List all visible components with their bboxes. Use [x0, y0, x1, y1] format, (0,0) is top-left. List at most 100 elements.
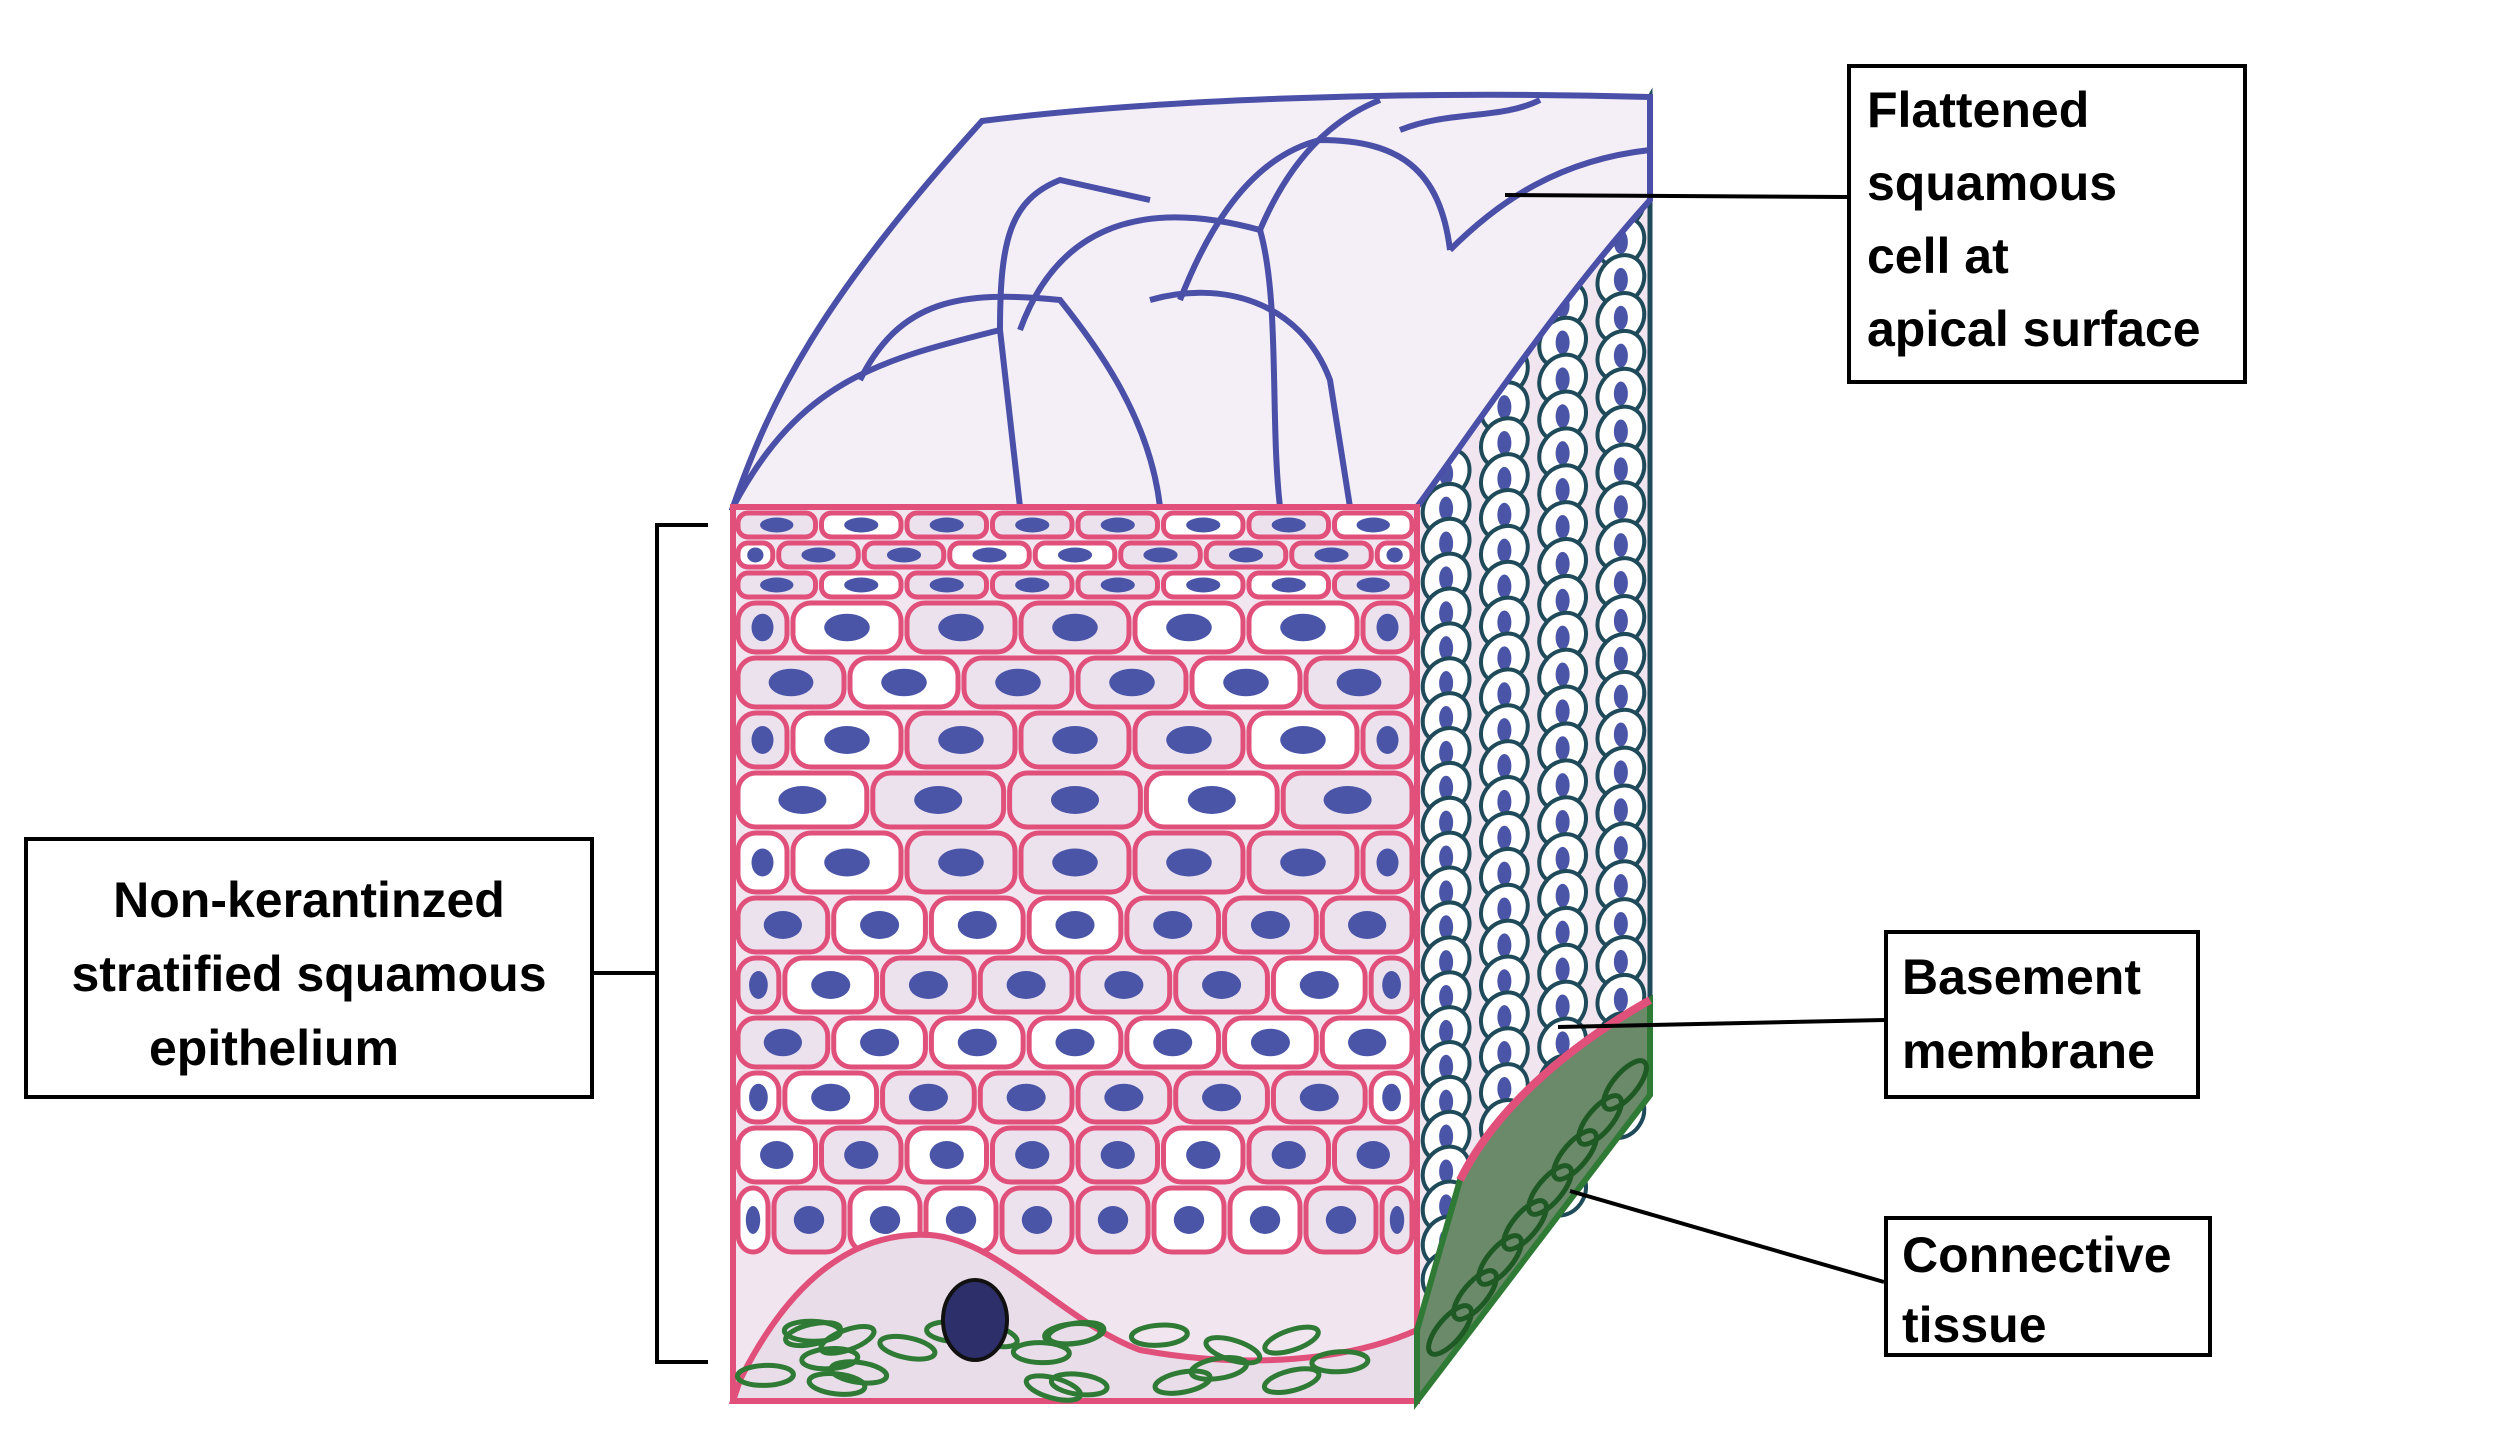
cell-nucleus — [1555, 514, 1570, 539]
cell-nucleus — [929, 577, 964, 593]
cell-nucleus — [1555, 551, 1570, 576]
cell-nucleus — [1055, 911, 1095, 939]
cell-nucleus — [1015, 517, 1050, 533]
cell-nucleus — [1271, 517, 1306, 533]
cell-nucleus — [1202, 1083, 1242, 1112]
cell-nucleus — [1250, 1028, 1290, 1057]
cell-nucleus — [1052, 726, 1098, 754]
basement-leader-line — [1557, 1018, 1885, 1029]
cell-nucleus — [929, 1141, 964, 1169]
cell-nucleus — [1497, 789, 1512, 814]
cell-nucleus — [1015, 577, 1050, 593]
cell-nucleus — [751, 613, 774, 642]
cell-nucleus — [908, 1083, 948, 1112]
squamous-cell-border — [997, 176, 1151, 331]
cell-nucleus — [957, 1028, 997, 1057]
connective-fiber — [783, 1320, 843, 1349]
connective-fiber — [1010, 1340, 1072, 1366]
cell-nucleus — [1439, 1124, 1454, 1149]
cell-nucleus — [1613, 608, 1628, 633]
cell-nucleus — [751, 848, 774, 877]
cell-nucleus — [1497, 933, 1512, 958]
cell-nucleus — [1613, 533, 1628, 558]
cell-nucleus — [1186, 577, 1221, 593]
cell-nucleus — [1497, 1041, 1512, 1066]
cell-nucleus — [1555, 662, 1570, 687]
bracket — [655, 523, 708, 1364]
cell-nucleus — [1439, 740, 1454, 765]
cell-nucleus — [1314, 547, 1349, 563]
squamous-cell-border — [1398, 97, 1542, 133]
cell-nucleus — [1249, 1206, 1281, 1234]
cell-nucleus — [1356, 577, 1390, 593]
cell-nucleus — [1389, 1206, 1405, 1234]
cell-nucleus — [1497, 897, 1512, 922]
label-line: epithelium — [148, 1020, 400, 1076]
connective-fiber — [734, 1362, 796, 1388]
connective-fiber — [1042, 1321, 1103, 1347]
cell-nucleus — [1613, 949, 1628, 974]
cell-nucleus — [1299, 1083, 1339, 1112]
cell-nucleus — [1613, 646, 1628, 671]
cell-nucleus — [1143, 547, 1178, 563]
cell-nucleus — [1555, 441, 1570, 466]
cell-nucleus — [824, 726, 870, 754]
label-line: cell at — [1867, 228, 2009, 284]
cell-nucleus — [1376, 848, 1399, 877]
cell-nucleus — [793, 1206, 825, 1234]
cell-nucleus — [886, 547, 922, 563]
cell-nucleus — [1555, 920, 1570, 945]
cell-nucleus — [1166, 726, 1212, 754]
cell-nucleus — [1555, 810, 1570, 835]
cell-nucleus — [751, 726, 774, 754]
cell-nucleus — [1223, 668, 1269, 697]
cell-nucleus — [1555, 1031, 1570, 1056]
cell-nucleus — [1555, 367, 1570, 392]
cell-nucleus — [1439, 601, 1454, 626]
cell-nucleus — [1613, 760, 1628, 785]
cell-nucleus — [995, 668, 1041, 697]
cell-nucleus — [1250, 911, 1290, 939]
cell-nucleus — [1186, 1141, 1221, 1169]
connective-fiber — [799, 1346, 861, 1372]
apical-leader-line — [1504, 193, 1848, 199]
cell-nucleus — [1439, 1089, 1454, 1114]
connective-fiber — [1023, 1373, 1084, 1403]
cell-nucleus — [1497, 861, 1512, 886]
cell-nucleus — [1555, 736, 1570, 761]
cell-nucleus — [1015, 1141, 1050, 1169]
cell-nucleus — [1497, 502, 1512, 527]
cell-nucleus — [1097, 1206, 1129, 1234]
cell-nucleus — [763, 911, 802, 939]
label-line: membrane — [1902, 1023, 2155, 1079]
cell-nucleus — [869, 1206, 901, 1234]
cell-nucleus — [1497, 825, 1512, 850]
label-line: Basement — [1902, 949, 2141, 1005]
cell-nucleus — [1021, 1206, 1053, 1234]
cell-nucleus — [768, 668, 814, 697]
cell-nucleus — [1439, 775, 1454, 800]
cell-nucleus — [1325, 1206, 1357, 1234]
cell-nucleus — [1613, 570, 1628, 595]
cell-nucleus — [801, 547, 836, 563]
cell-nucleus — [760, 1141, 794, 1169]
cell-nucleus — [811, 971, 851, 999]
apical-surface-outline — [728, 91, 1653, 510]
cell-nucleus — [938, 848, 984, 877]
cell-nucleus — [1613, 987, 1628, 1012]
cell-nucleus — [1057, 547, 1093, 563]
cell-nucleus — [1497, 646, 1512, 671]
cell-nucleus — [1280, 726, 1326, 754]
cell-nucleus — [1613, 798, 1628, 823]
cell-nucleus — [1439, 671, 1454, 696]
cell-nucleus — [1280, 613, 1326, 642]
cell-nucleus — [1555, 994, 1570, 1019]
cell-nucleus — [1051, 786, 1099, 814]
cell-nucleus — [749, 1083, 768, 1112]
cell-nucleus — [1613, 305, 1628, 330]
cell-nucleus — [1166, 613, 1212, 642]
cell-nucleus — [1006, 971, 1046, 999]
connective-fiber — [1188, 1354, 1250, 1382]
cell-nucleus — [1052, 848, 1098, 877]
